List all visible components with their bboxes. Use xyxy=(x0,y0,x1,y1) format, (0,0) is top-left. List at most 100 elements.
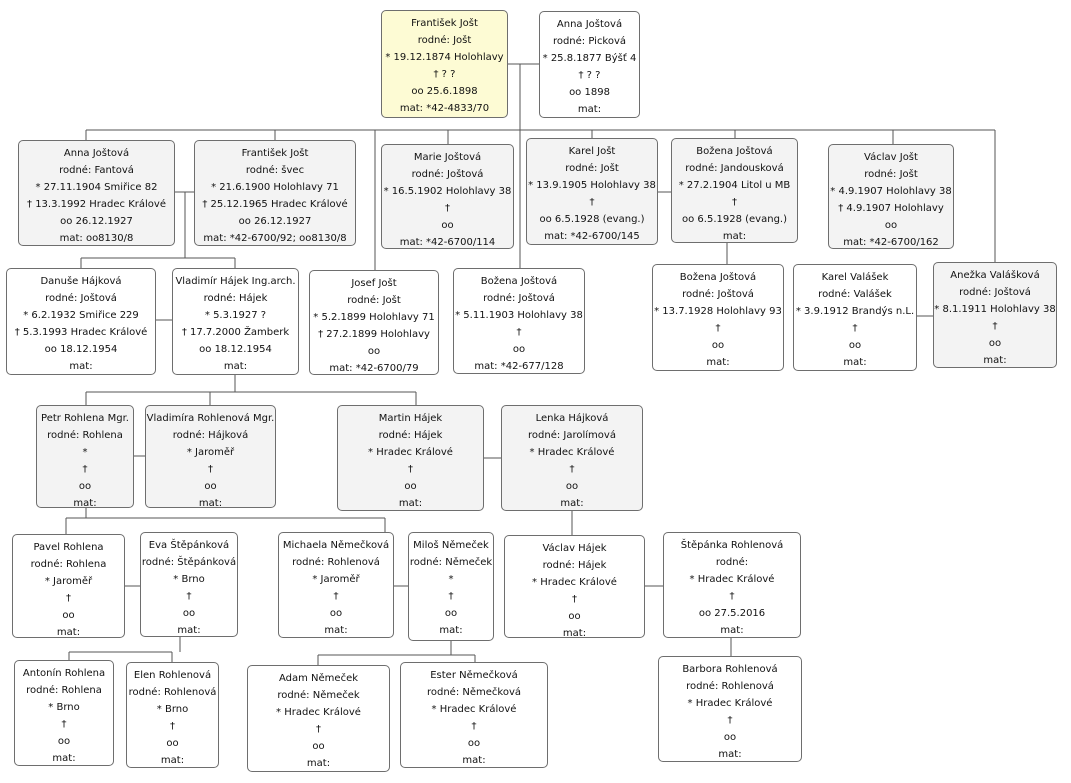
person-name: Pavel Rohlena xyxy=(33,542,104,553)
registry-ref: mat: xyxy=(706,357,730,368)
birth-info: * 13.7.1928 Holohlavy 93 xyxy=(654,306,782,317)
person-name: Karel Valášek xyxy=(821,272,889,283)
marriage-info: oo 1898 xyxy=(569,87,610,98)
death-info: † xyxy=(727,715,733,726)
registry-ref: mat: xyxy=(843,357,867,368)
death-info: † xyxy=(715,323,721,334)
marriage-info: oo 27.5.2016 xyxy=(698,608,766,619)
marriage-info: oo xyxy=(204,481,217,492)
birth-name: rodné: Němečková xyxy=(426,687,522,698)
birth-info: * 3.9.1912 Brandýs n.L. xyxy=(795,306,915,317)
birth-name: rodné: Joštová xyxy=(45,293,117,304)
person-karel-valasek-1912[interactable]: Karel Valášek rodné: Valášek * 3.9.1912 Br… xyxy=(793,264,917,371)
marriage-info: oo xyxy=(568,611,581,622)
birth-name: rodné: Fantová xyxy=(59,165,134,176)
marriage-info: oo xyxy=(78,481,92,492)
birth-info: * 5.2.1899 Holohlavy 71 xyxy=(313,312,435,323)
person-name: Karel Jošt xyxy=(568,146,616,157)
death-info: † xyxy=(448,591,454,602)
birth-info: * Hradec Králové xyxy=(532,577,617,588)
person-name: Božena Joštová xyxy=(696,146,773,157)
person-name: Anna Joštová xyxy=(63,148,130,159)
birth-info: * Hradec Králové xyxy=(689,574,775,585)
marriage-info: oo xyxy=(565,481,579,492)
death-info: † xyxy=(316,724,321,735)
registry-ref: mat: xyxy=(56,627,81,638)
person-name: Ester Němečková xyxy=(430,670,518,681)
person-name: Martin Hájek xyxy=(378,413,443,424)
birth-name: rodné: Štěpánková xyxy=(141,557,237,568)
birth-name: rodné: xyxy=(715,557,749,568)
registry-ref: mat: *42-4833/70 xyxy=(399,103,490,114)
death-info: † 17.7.2000 Žamberk xyxy=(181,327,290,338)
birth-info: * Brno xyxy=(156,704,189,715)
person-name: Václav Hájek xyxy=(542,543,607,554)
death-info: † xyxy=(82,464,88,475)
registry-ref: mat: xyxy=(306,758,331,769)
death-info: † ? ? xyxy=(433,69,456,80)
marriage-info: oo xyxy=(182,608,196,619)
death-info: † 4.9.1907 Holohlavy xyxy=(838,203,944,214)
person-vladimir-hajek-1927[interactable]: Vladimír Hájek Ing.arch.rodné: Hájek* 5.… xyxy=(172,268,299,375)
birth-name: rodné: Valášek xyxy=(818,289,892,300)
registry-ref: mat: *42-6700/92; oo8130/8 xyxy=(203,233,347,244)
person-name: Vladimír Hájek Ing.arch. xyxy=(175,276,296,287)
marriage-info: oo xyxy=(57,736,71,747)
birth-info: * Jaroměř xyxy=(312,574,360,585)
death-info: † xyxy=(516,327,522,338)
birth-name: rodné: Joštová xyxy=(959,287,1031,298)
birth-info: * 4.9.1907 Holohlavy 38 xyxy=(830,186,952,197)
death-info: † xyxy=(471,721,477,732)
marriage-info: oo xyxy=(166,738,179,749)
person-name: Anežka Valášková xyxy=(950,270,1040,281)
registry-ref: mat: *42-6700/79 xyxy=(329,363,419,374)
death-info: † 25.12.1965 Hradec Králové xyxy=(202,199,348,210)
birth-info: * Jaroměř xyxy=(44,576,93,587)
person-name: František Jošt xyxy=(241,148,309,159)
person-vladimira-rohlenova[interactable]: Vladimíra Rohlenová Mgr.rodné: Hájková* … xyxy=(145,405,276,508)
marriage-info: oo xyxy=(467,738,481,749)
death-info: † 13.3.1992 Hradec Králové xyxy=(27,199,166,210)
registry-ref: mat: xyxy=(177,625,201,636)
birth-info: * 6.2.1932 Smiřice 229 xyxy=(23,310,139,321)
birth-info: * Hradec Králové xyxy=(529,447,615,458)
person-name: Barbora Rohlenová xyxy=(682,664,778,675)
marriage-info: oo xyxy=(723,732,737,743)
registry-ref: mat: xyxy=(73,498,97,508)
registry-ref: mat: xyxy=(462,755,486,766)
registry-ref: mat: *42-6700/162 xyxy=(843,237,939,248)
marriage-info: oo 6.5.1928 (evang.) xyxy=(539,214,645,225)
birth-info: * Brno xyxy=(173,574,205,585)
birth-name: rodné: Picková xyxy=(552,36,627,47)
person-name: Elen Rohlenová xyxy=(133,670,212,681)
marriage-info: oo xyxy=(404,481,417,492)
